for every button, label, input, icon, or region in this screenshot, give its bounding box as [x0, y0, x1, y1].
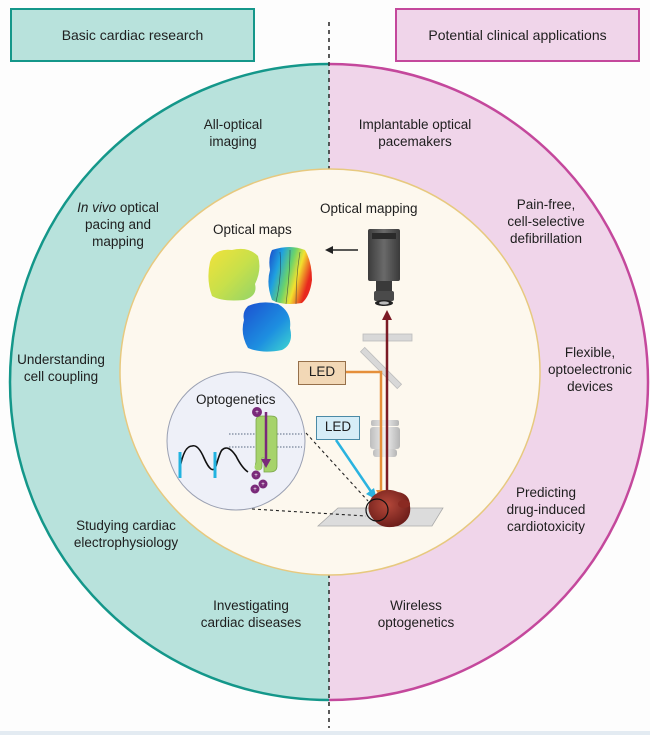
header-basic-research: Basic cardiac research: [10, 8, 255, 62]
topic-cardiac-diseases: Investigating cardiac diseases: [200, 598, 302, 630]
optical-maps-label: Optical maps: [213, 222, 292, 237]
topic-electrophysiology: Studying cardiac electrophysiology: [73, 518, 179, 550]
svg-text:+: +: [255, 410, 259, 416]
emission-light-path: [382, 310, 392, 500]
svg-text:+: +: [261, 482, 265, 488]
topic-in-vivo-pacing: In vivo optical pacing and mapping: [77, 200, 159, 249]
topic-optical-pacemakers: Implantable optical pacemakers: [358, 117, 472, 149]
led-optogenetic-label: LED: [324, 419, 352, 434]
camera-icon: [368, 229, 400, 306]
header-clinical-applications-label: Potential clinical applications: [428, 27, 607, 43]
optogenetics-inset: [166, 371, 306, 511]
led-optogenetic-box: LED: [316, 416, 360, 440]
optical-maps-group: [208, 247, 312, 352]
topic-wireless-optogenetics: Wireless optogenetics: [377, 598, 455, 630]
header-basic-research-label: Basic cardiac research: [61, 27, 204, 43]
dichroic-mirror: [359, 346, 403, 390]
optical-map-2: [268, 247, 312, 304]
objective-lens-icon: [370, 420, 400, 457]
svg-text:+: +: [254, 473, 258, 479]
optical-map-3: [242, 302, 291, 352]
header-clinical-applications: Potential clinical applications: [395, 8, 640, 62]
action-potential-trace: [178, 444, 249, 478]
arrow-camera-to-maps: [325, 246, 358, 254]
topic-all-optical-imaging: All-optical imaging: [203, 117, 263, 149]
topic-cell-coupling: Understanding cell coupling: [17, 352, 105, 384]
cation-icons: [250, 407, 268, 494]
zoom-dashed-lines: [251, 432, 369, 517]
led-excitation-box: LED: [298, 361, 346, 385]
topic-defibrillation: Pain-free, cell-selective defibrillation: [507, 197, 585, 246]
optical-mapping-label: Optical mapping: [320, 201, 418, 216]
ion-flow-arrow: [261, 412, 271, 468]
topic-optoelectronic-devices: Flexible, optoelectronic devices: [547, 345, 633, 394]
optical-map-1: [208, 248, 260, 301]
led-excitation-label: LED: [308, 364, 336, 379]
svg-text:+: +: [253, 487, 257, 493]
optogenetics-label: Optogenetics: [196, 392, 276, 407]
bottom-strip: [0, 731, 650, 735]
topic-cardiotoxicity: Predicting drug-induced cardiotoxicity: [506, 485, 586, 534]
zoom-focus-circle: [365, 498, 389, 522]
